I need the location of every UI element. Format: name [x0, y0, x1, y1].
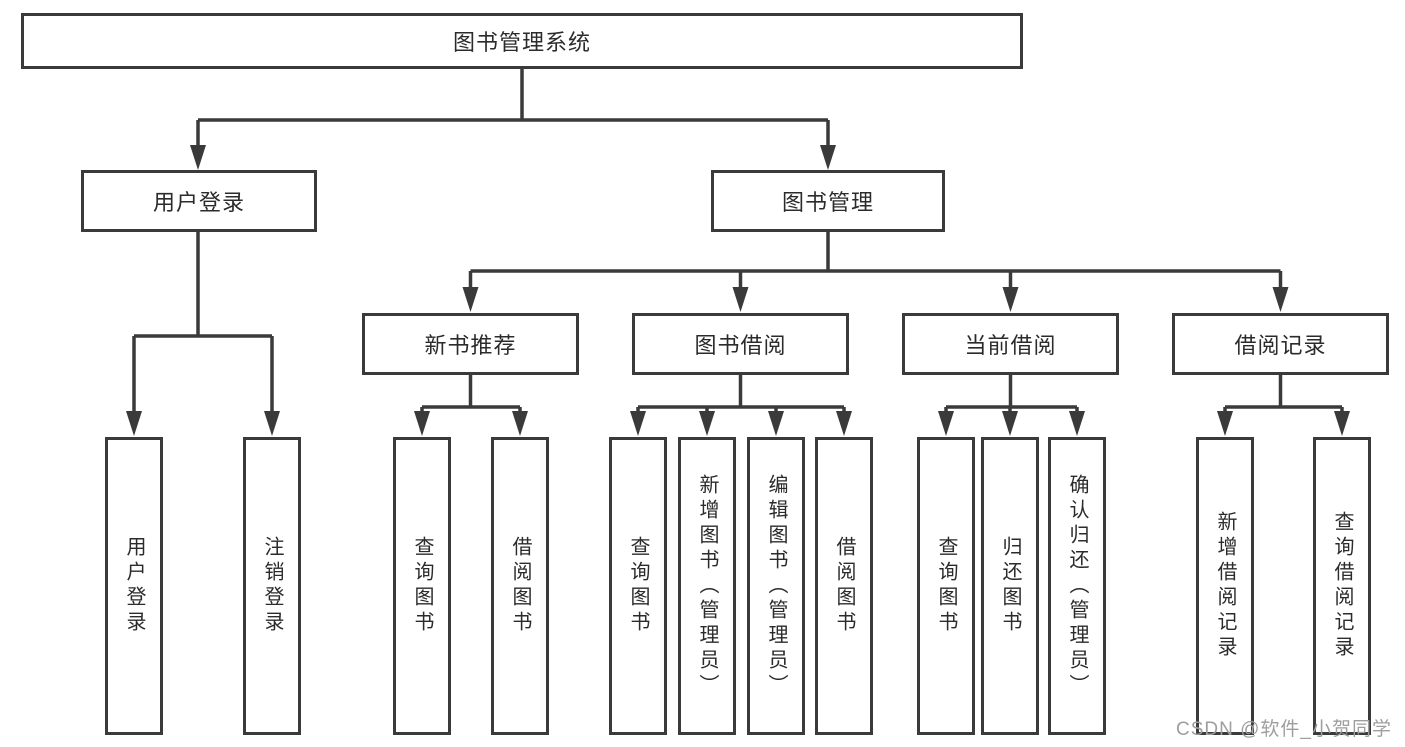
arrowhead — [1217, 411, 1233, 436]
arrowhead — [1002, 411, 1018, 436]
node-label: 新增借阅记录 — [1214, 511, 1236, 661]
connector-new-book-recommend-to-leaves — [414, 375, 528, 436]
node-label: 注销登录 — [261, 536, 283, 636]
arrowhead — [1002, 287, 1019, 312]
connector-root-to-branches — [190, 69, 836, 170]
node-query-books-recommend: 查询图书 — [393, 437, 451, 735]
node-login: 用户登录 — [105, 437, 163, 735]
node-label: 当前借阅 — [964, 333, 1057, 358]
arrowhead — [414, 411, 430, 436]
node-label: 新书推荐 — [424, 333, 517, 358]
arrowhead — [126, 411, 142, 436]
node-label: 新增图书（管理员） — [696, 473, 718, 699]
node-logout: 注销登录 — [243, 437, 301, 735]
node-label: 查询图书 — [627, 536, 649, 636]
node-label: 图书管理系统 — [452, 30, 591, 55]
node-new-book-recommend: 新书推荐 — [362, 313, 579, 375]
node-label: 借阅图书 — [833, 536, 855, 636]
node-label: 查询图书 — [411, 536, 433, 636]
arrowhead — [836, 411, 852, 436]
node-borrow-books-recommend: 借阅图书 — [491, 437, 549, 735]
node-label: 归还图书 — [999, 536, 1021, 636]
node-label: 图书管理 — [781, 190, 874, 215]
arrowhead — [820, 145, 836, 170]
arrowhead — [512, 411, 528, 436]
node-return-book: 归还图书 — [981, 437, 1039, 735]
arrowhead — [732, 287, 749, 312]
arrowhead — [699, 411, 715, 436]
arrowhead — [190, 145, 206, 170]
node-borrow-books-borrow: 借阅图书 — [815, 437, 873, 735]
watermark: CSDN @软件_小贺同学 — [1176, 719, 1392, 740]
node-label: 借阅图书 — [509, 536, 531, 636]
arrowhead — [264, 411, 280, 436]
node-add-book-admin: 新增图书（管理员） — [678, 437, 736, 735]
node-book-management: 图书管理 — [711, 170, 945, 232]
node-label: 用户登录 — [123, 536, 145, 636]
node-confirm-return-admin: 确认归还（管理员） — [1048, 437, 1106, 735]
node-user-login: 用户登录 — [81, 170, 317, 232]
node-query-books-borrow: 查询图书 — [609, 437, 667, 735]
node-label: 用户登录 — [152, 190, 245, 215]
node-current-borrow: 当前借阅 — [902, 313, 1119, 375]
node-borrow-records: 借阅记录 — [1172, 313, 1389, 375]
arrowhead — [1334, 411, 1350, 436]
node-label: 借阅记录 — [1234, 333, 1327, 358]
connector-book-management-to-modules — [462, 232, 1289, 312]
node-root: 图书管理系统 — [21, 13, 1023, 69]
arrowhead — [768, 411, 784, 436]
connector-borrow-records-to-leaves — [1217, 375, 1350, 436]
node-label: 查询图书 — [935, 536, 957, 636]
arrowhead — [462, 287, 479, 312]
node-label: 图书借阅 — [694, 333, 787, 358]
arrowhead — [1069, 411, 1085, 436]
node-book-borrow: 图书借阅 — [632, 313, 849, 375]
arrowhead — [1272, 287, 1289, 312]
connector-user-login-to-leaves — [126, 232, 280, 436]
connector-book-borrow-to-leaves — [630, 375, 852, 436]
node-query-borrow-record: 查询借阅记录 — [1313, 437, 1371, 735]
node-label: 确认归还（管理员） — [1066, 473, 1088, 699]
arrowhead — [938, 411, 954, 436]
node-edit-book-admin: 编辑图书（管理员） — [747, 437, 805, 735]
node-query-books-current: 查询图书 — [917, 437, 975, 735]
node-add-borrow-record: 新增借阅记录 — [1196, 437, 1254, 735]
arrowhead — [630, 411, 646, 436]
node-label: 查询借阅记录 — [1331, 511, 1353, 661]
node-label: 编辑图书（管理员） — [765, 473, 787, 699]
connector-current-borrow-to-leaves — [938, 375, 1085, 436]
